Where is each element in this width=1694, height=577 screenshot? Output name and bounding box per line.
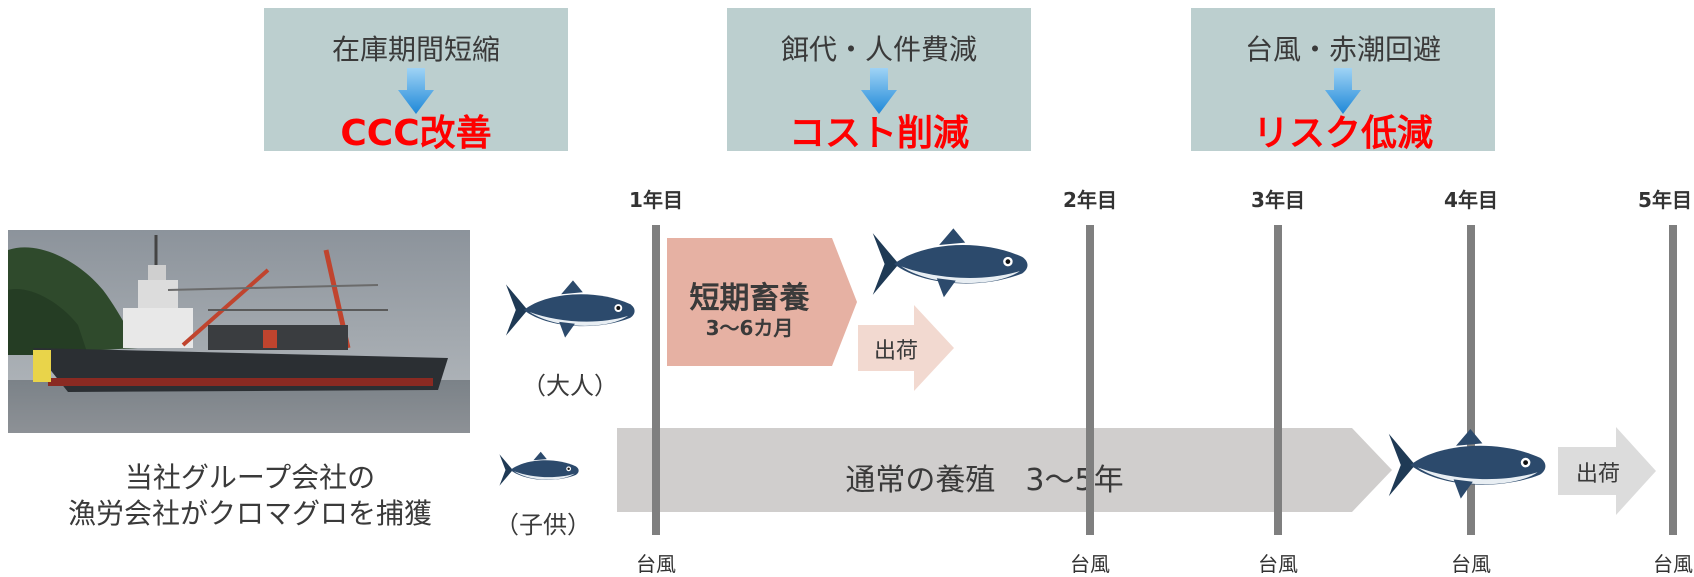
year-line-4 [1467,225,1475,535]
child-label: （子供） [495,511,591,539]
year-label-3: 3年目 [1251,188,1305,212]
short-term-tuna-icon [872,228,1028,298]
benefit-cause: 在庫期間短縮 [331,33,500,66]
year-line-3 [1274,225,1282,535]
typhoon-label-3: 台風 [1258,552,1298,576]
year-label-1: 1年目 [629,188,683,212]
adult-tuna-icon [505,280,635,338]
benefit-box-ccc: 在庫期間短縮 CCC改善 [264,8,568,154]
child-tuna-icon [499,451,579,486]
photo-caption: 当社グループ会社の 漁労会社がクロマグロを捕獲 [30,460,470,532]
fishing-vessel-photo [8,230,470,433]
photo-caption-line-2: 漁労会社がクロマグロを捕獲 [67,497,432,530]
typhoon-label-5: 台風 [1653,552,1693,576]
typhoon-label-4: 台風 [1451,552,1491,576]
typhoon-label-2: 台風 [1070,552,1110,576]
short-term-fattening-arrow [667,238,857,366]
year-label-4: 4年目 [1444,188,1498,212]
normal-aquaculture-label: 通常の養殖 3～5年 [845,463,1124,498]
benefit-box-cost: 餌代・人件費減 コスト削減 [727,8,1031,154]
typhoon-label-1: 台風 [636,552,676,576]
benefit-result: リスク低減 [1252,113,1433,154]
year-label-2: 2年目 [1063,188,1117,212]
ship-label-short: 出荷 [873,339,918,364]
year-label-5: 5年目 [1638,188,1692,212]
ship-arrow-normal [1558,427,1656,515]
grown-tuna-icon [1388,429,1546,499]
year-line-1 [652,225,660,535]
short-term-duration: 3～6カ月 [705,316,794,340]
down-arrow-icon [398,68,434,114]
ship-label-normal: 出荷 [1575,462,1620,487]
benefit-box-risk: 台風・赤潮回避 リスク低減 [1191,8,1495,154]
year-line-2 [1086,225,1094,535]
benefit-cause: 台風・赤潮回避 [1244,33,1441,66]
short-term-title: 短期畜養 [689,281,810,316]
year-line-5 [1669,225,1677,535]
down-arrow-icon [861,68,897,114]
benefit-cause: 餌代・人件費減 [780,33,977,66]
photo-caption-line-1: 当社グループ会社の [124,461,376,494]
benefit-result: コスト削減 [788,113,969,154]
benefit-result: CCC改善 [340,113,492,154]
down-arrow-icon [1325,68,1361,114]
ship-arrow-short [858,305,954,391]
normal-aquaculture-arrow [617,428,1392,512]
adult-label: （大人） [522,372,618,400]
